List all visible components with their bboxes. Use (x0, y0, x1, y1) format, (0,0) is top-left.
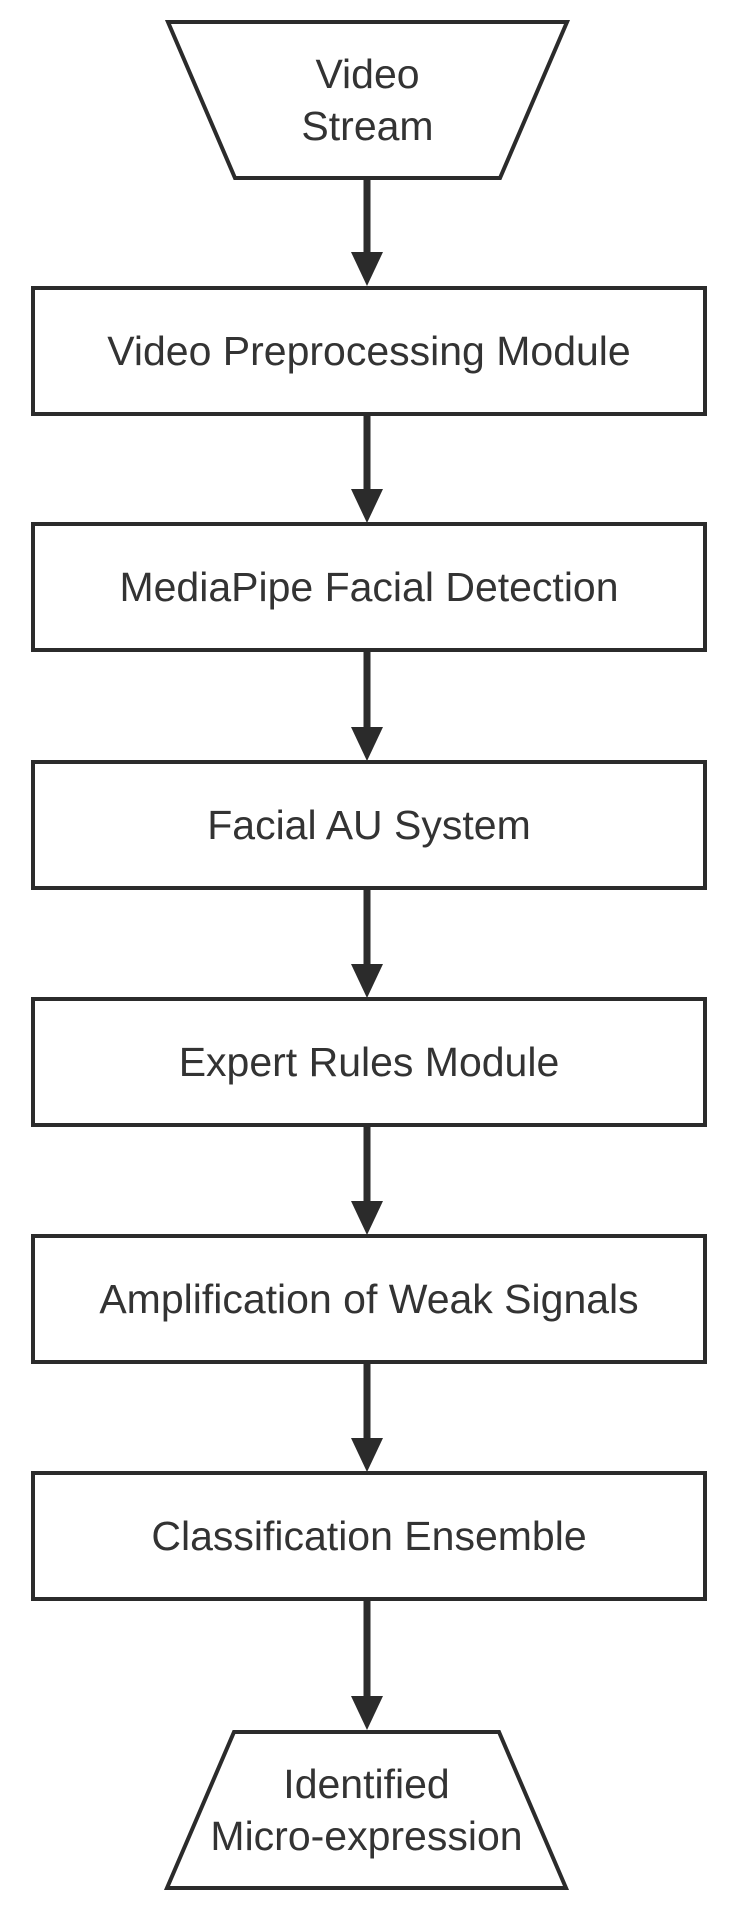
step-label-5: Amplification of Weak Signals (33, 1236, 705, 1362)
step-label-1: Video Preprocessing Module (33, 288, 705, 414)
step-text: Classification Ensemble (151, 1513, 587, 1559)
down-arrow-icon (351, 1599, 383, 1730)
end-trapezoid-shape (163, 1730, 570, 1890)
step-box-2 (31, 522, 707, 652)
start-node-label: Video Stream (168, 22, 567, 178)
start-label-line2: Stream (301, 103, 434, 149)
down-arrow-icon (351, 1125, 383, 1235)
down-arrow-icon (351, 1362, 383, 1472)
start-label-line1: Video (315, 51, 420, 97)
down-arrow-icon (351, 888, 383, 998)
step-label-3: Facial AU System (33, 762, 705, 888)
step-label-4: Expert Rules Module (33, 999, 705, 1125)
down-arrow-icon (351, 414, 383, 523)
end-label-line1: Identified (283, 1761, 450, 1807)
step-box-4 (31, 997, 707, 1127)
step-text: Facial AU System (207, 802, 531, 848)
step-box-6 (31, 1471, 707, 1601)
step-label-6: Classification Ensemble (33, 1473, 705, 1599)
step-box-1 (31, 286, 707, 416)
step-text: Expert Rules Module (178, 1039, 560, 1085)
step-label-2: MediaPipe Facial Detection (33, 524, 705, 650)
step-text: Video Preprocessing Module (107, 328, 631, 374)
end-node-label: Identified Micro-expression (167, 1732, 566, 1888)
step-box-5 (31, 1234, 707, 1364)
step-text: Amplification of Weak Signals (99, 1276, 639, 1322)
down-arrow-icon (351, 650, 383, 761)
step-text: MediaPipe Facial Detection (119, 564, 619, 610)
down-arrow-icon (351, 178, 383, 286)
end-label-line2: Micro-expression (210, 1813, 523, 1859)
start-trapezoid-shape (164, 20, 571, 180)
